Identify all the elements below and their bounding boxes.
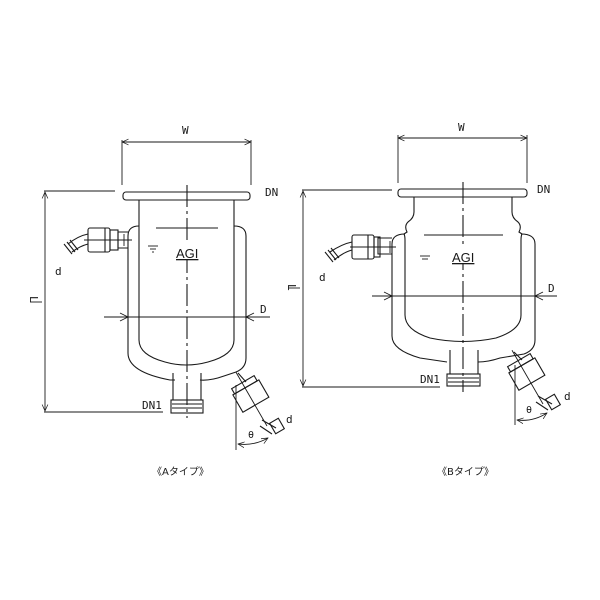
type-a-caption: 《Aタイプ》 [152, 466, 209, 478]
bottom-outlet-thread [446, 373, 481, 387]
d-hose-label-left: d [319, 271, 326, 284]
theta-arc [517, 413, 547, 420]
inner-vessel [138, 200, 235, 366]
hose-barb-right [535, 395, 553, 411]
dn1-label: DN1 [142, 399, 162, 412]
dn-label: DN [537, 183, 550, 196]
type-b-drawing: W L DN AGI D d [285, 121, 571, 478]
jacket-left [391, 233, 448, 363]
side-port-neck [377, 237, 392, 255]
d-hose-label-right: d [564, 390, 571, 403]
agi-logo: AGI [176, 246, 198, 261]
bottom-outlet-neck [449, 350, 479, 374]
bottom-outlet-neck [172, 373, 202, 400]
jacket-right [477, 233, 536, 363]
l-label: L [285, 284, 298, 291]
type-b-caption: 《Bタイプ》 [437, 466, 494, 478]
w-label: W [182, 124, 189, 137]
lower-angled-port [230, 372, 270, 427]
jacket-left [127, 225, 175, 381]
l-label: L [27, 296, 40, 303]
theta-label: θ [248, 430, 254, 441]
d-hose-label-right: d [286, 413, 293, 426]
agi-logo: AGI [452, 250, 474, 265]
dn-label: DN [265, 186, 278, 199]
d-label: D [548, 282, 555, 295]
type-a-drawing: W L DN AGI D [27, 124, 293, 478]
bottom-outlet-thread [170, 399, 204, 414]
d-hose-label-left: d [55, 265, 62, 278]
dn1-label: DN1 [420, 373, 440, 386]
d-label: D [260, 303, 267, 316]
hose-barb-left [67, 233, 89, 253]
theta-arc [238, 438, 268, 444]
theta-label: θ [526, 405, 532, 416]
jacket-right [199, 225, 247, 381]
lower-angled-port [506, 350, 546, 405]
w-label: W [458, 121, 465, 134]
hose-barb-right [259, 419, 277, 435]
